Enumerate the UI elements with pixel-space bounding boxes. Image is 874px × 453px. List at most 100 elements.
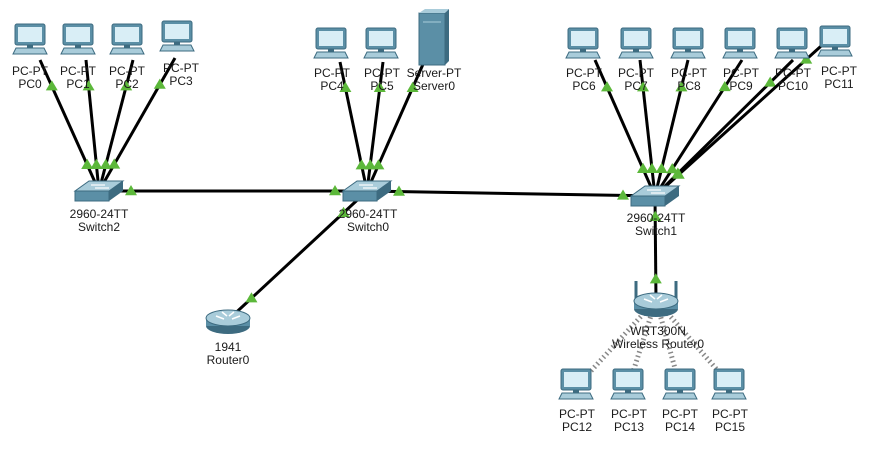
device-name-label: PC8 — [677, 79, 701, 93]
link-status-up-icon — [764, 76, 777, 87]
link-status-up-icon — [81, 158, 94, 169]
link-status-up-icon — [637, 162, 649, 173]
pc-icon — [363, 27, 399, 59]
device-model-label: PC-PT — [775, 66, 812, 80]
device-model-label: PC-PT — [723, 66, 760, 80]
device-model-label: PC-PT — [821, 64, 858, 78]
pc-icon — [558, 368, 594, 400]
device-name-label: PC7 — [624, 79, 648, 93]
link-pc8-switch1[interactable] — [653, 59, 690, 197]
pc-icon — [711, 368, 747, 400]
link-status-up-icon — [800, 53, 813, 64]
link-status-up-icon — [649, 273, 662, 284]
link-pc11-switch1[interactable] — [653, 36, 832, 198]
device-model-label: PC-PT — [712, 407, 749, 421]
device-name-label: PC10 — [778, 79, 808, 93]
switch-icon — [629, 185, 681, 207]
link-status-up-icon — [99, 158, 112, 169]
device-model-label: 2960-24TT — [70, 207, 129, 221]
link-pc3-switch2[interactable] — [97, 57, 177, 192]
wireless-link-wrouter0-pc12[interactable] — [588, 298, 658, 374]
link-status-up-icon — [339, 81, 352, 92]
device-name-label: PC3 — [169, 74, 193, 88]
link-pc2-switch2[interactable] — [97, 59, 135, 192]
device-name-label: PC1 — [66, 77, 90, 91]
link-status-up-icon — [655, 162, 668, 173]
wireless-router-icon — [633, 281, 679, 317]
link-status-up-icon — [90, 158, 103, 169]
pc-icon — [610, 368, 646, 400]
device-name-label: PC4 — [320, 79, 344, 93]
link-status-up-icon — [646, 162, 658, 173]
device-model-label: PC-PT — [12, 64, 49, 78]
server-icon — [418, 9, 449, 66]
link-status-up-icon — [245, 292, 258, 303]
link-server0-switch0[interactable] — [365, 61, 426, 192]
device-name-label: PC15 — [715, 420, 745, 434]
link-status-up-icon — [364, 159, 377, 170]
link-status-up-icon — [45, 80, 58, 91]
link-switch0-switch1[interactable] — [366, 189, 656, 198]
link-status-up-icon — [666, 163, 679, 174]
link-pc0-switch2[interactable] — [38, 59, 101, 192]
link-status-up-icon — [637, 81, 649, 92]
router-icon — [205, 309, 251, 334]
pc-icon — [109, 23, 145, 55]
pc-icon — [722, 27, 758, 59]
device-name-label: Router0 — [207, 353, 250, 367]
pc-icon — [618, 27, 654, 59]
device-model-label: WRT300N — [630, 324, 686, 338]
device-model-label: 1941 — [215, 340, 242, 354]
link-status-up-icon — [108, 158, 121, 169]
device-model-label: PC-PT — [163, 61, 200, 75]
device-model-label: PC-PT — [662, 407, 699, 421]
link-status-up-icon — [617, 189, 630, 200]
device-name-label: PC9 — [729, 79, 753, 93]
link-pc9-switch1[interactable] — [653, 59, 744, 197]
pc-icon — [670, 27, 706, 59]
wireless-link-wrouter0-pc14[interactable] — [653, 299, 679, 373]
device-name-label: Wireless Router0 — [612, 337, 704, 351]
link-status-up-icon — [82, 80, 95, 91]
device-model-label: PC-PT — [611, 407, 648, 421]
device-model-label: PC-PT — [559, 407, 596, 421]
link-status-up-icon — [392, 185, 405, 196]
device-model-label: PC-PT — [109, 64, 146, 78]
pc-icon — [565, 27, 601, 59]
pc-icon — [159, 20, 195, 52]
device-name-label: PC13 — [614, 420, 644, 434]
link-status-up-icon — [372, 159, 385, 170]
pc-icon — [817, 25, 853, 57]
device-model-label: PC-PT — [566, 66, 603, 80]
device-model-label: PC-PT — [671, 66, 708, 80]
pc-icon — [12, 23, 48, 55]
device-name-label: PC0 — [18, 77, 42, 91]
device-model-label: PC-PT — [364, 66, 401, 80]
link-status-up-icon — [125, 185, 137, 196]
link-pc6-switch1[interactable] — [593, 59, 657, 197]
